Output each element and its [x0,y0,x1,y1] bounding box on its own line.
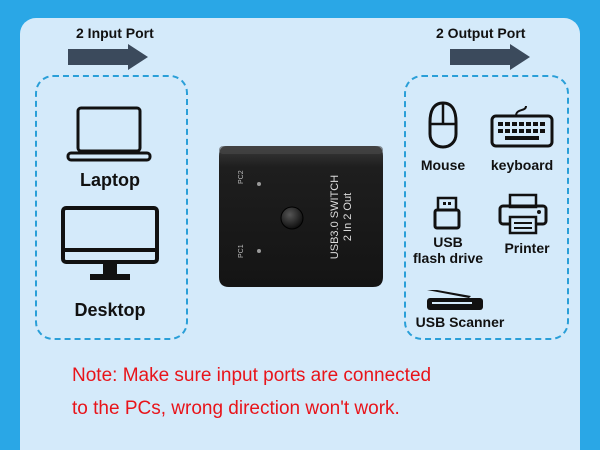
desktop-icon [61,206,159,280]
desktop-label: Desktop [74,300,146,320]
usb-flash-drive-icon [433,196,461,230]
input-arrow-icon [68,44,148,70]
output-devices-group [404,75,569,340]
laptop-icon [66,106,152,162]
switch-name: USB3.0 SWITCH [329,174,341,260]
output-port-title: 2 Output Port [436,25,526,41]
laptop-label: Laptop [80,170,140,190]
output-arrow-icon [450,44,530,70]
note-line-1: Note: Make sure input ports are connecte… [72,365,432,386]
usb-flash-drive-label: USB flash drive [402,234,494,266]
note-line-2: to the PCs, wrong direction won't work. [72,398,400,419]
input-port-title: 2 Input Port [76,25,154,41]
usb-flash-drive-label-line2: flash drive [412,250,484,266]
usb-flash-drive-label-line1: USB [433,234,463,250]
mouse-label: Mouse [420,157,466,173]
keyboard-label: keyboard [490,157,554,173]
switch-port2-label: PC2 [238,170,245,184]
printer-icon [498,193,548,235]
switch-port1-label: PC1 [238,244,245,258]
scanner-icon [427,290,483,310]
scanner-label: USB Scanner [415,314,505,330]
input-devices-group [35,75,188,340]
printer-label: Printer [504,240,550,256]
mouse-icon [428,101,458,149]
keyboard-icon [490,105,554,148]
usb-switch-device [219,146,383,287]
switch-subtitle: 2 In 2 Out [342,192,354,242]
